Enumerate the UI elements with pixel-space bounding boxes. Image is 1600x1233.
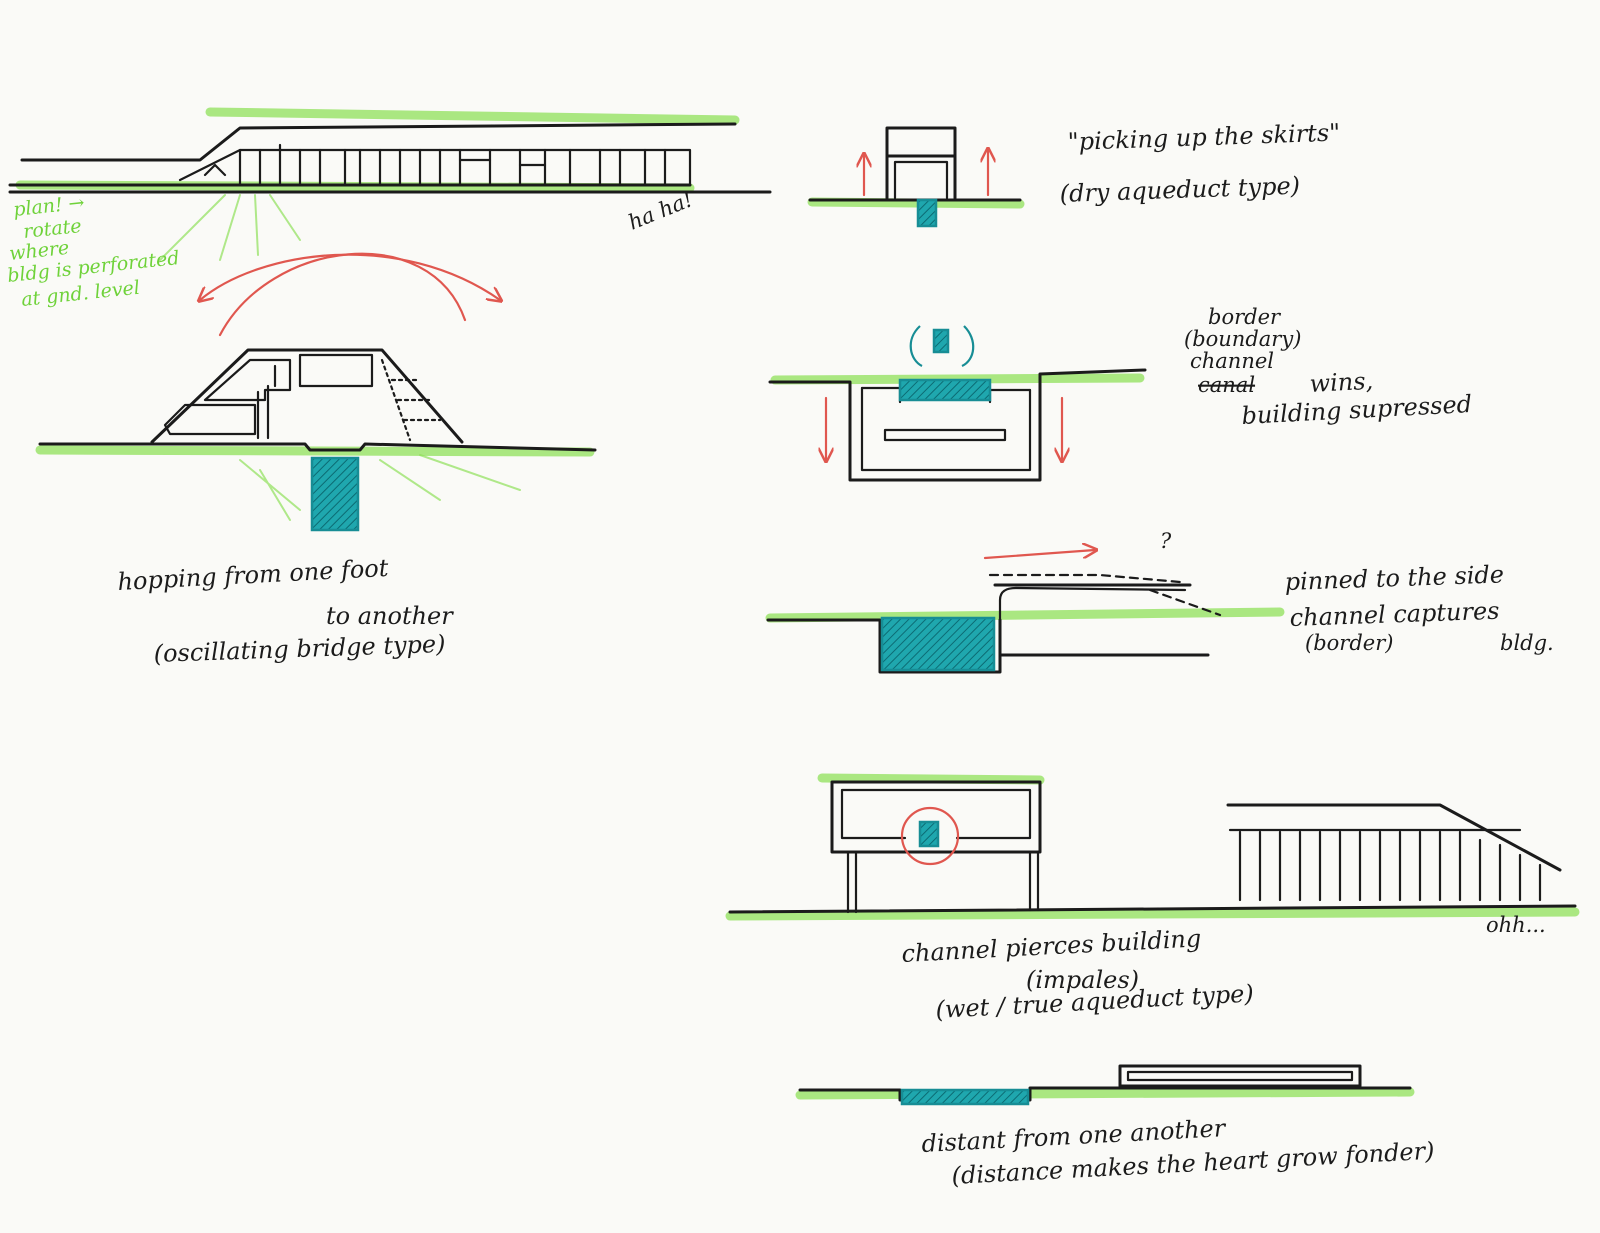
border-caption-line-4: canal (1198, 373, 1255, 397)
pinned-caption-line-1: pinned to the side (1284, 560, 1504, 596)
wet-aqueduct-caption-line-2: (impales) (1026, 966, 1139, 994)
dry-aqueduct-caption-line-2: (dry aqueduct type) (1059, 172, 1300, 208)
wet-aqueduct-caption-line-1: channel pierces building (901, 924, 1202, 968)
distant-sketch (795, 1064, 1415, 1106)
pinned-side-sketch (765, 550, 1285, 674)
red-double-arrow (200, 253, 500, 300)
border-caption-line-6: building supressed (1241, 390, 1473, 430)
haha-note: ha ha! (625, 187, 696, 234)
red-circle-highlight (900, 806, 960, 866)
border-wins-sketch (768, 325, 1147, 482)
border-caption-line-2: (boundary) (1184, 327, 1301, 351)
question-mark: ? (1160, 529, 1172, 553)
dry-aqueduct-sketch (807, 126, 1025, 228)
border-caption-line-3: channel (1190, 349, 1274, 373)
pinned-caption-line-3: (border) (1305, 631, 1393, 655)
elevation-long-building (8, 107, 772, 261)
perforated-facade (203, 143, 667, 187)
oscillating-caption-line-1: hopping from one foot (117, 554, 390, 596)
wet-aqueduct-sketch (725, 773, 1580, 921)
oscillating-caption-line-2: to another (326, 602, 454, 630)
water-channel (880, 616, 996, 672)
water-channel (918, 820, 940, 848)
water-channel (898, 378, 992, 402)
water-channel (900, 1088, 1030, 1106)
red-right-arrow (983, 550, 1095, 560)
dry-aqueduct-caption-line-1: "picking up the skirts" (1067, 119, 1340, 156)
pinned-caption-line-2: channel captures (1289, 597, 1500, 632)
pinned-caption-line-4: bldg. (1500, 631, 1554, 655)
oscillating-bridge-sketch (35, 252, 597, 532)
water-channel (916, 198, 938, 228)
ohh-note: ohh... (1486, 913, 1546, 937)
water-channel-detail (932, 328, 950, 354)
water-channel (310, 456, 360, 532)
oscillating-caption-line-3: (oscillating bridge type) (153, 630, 446, 668)
border-caption-line-5: wins, (1309, 367, 1374, 398)
border-caption-line-1: border (1208, 305, 1282, 329)
